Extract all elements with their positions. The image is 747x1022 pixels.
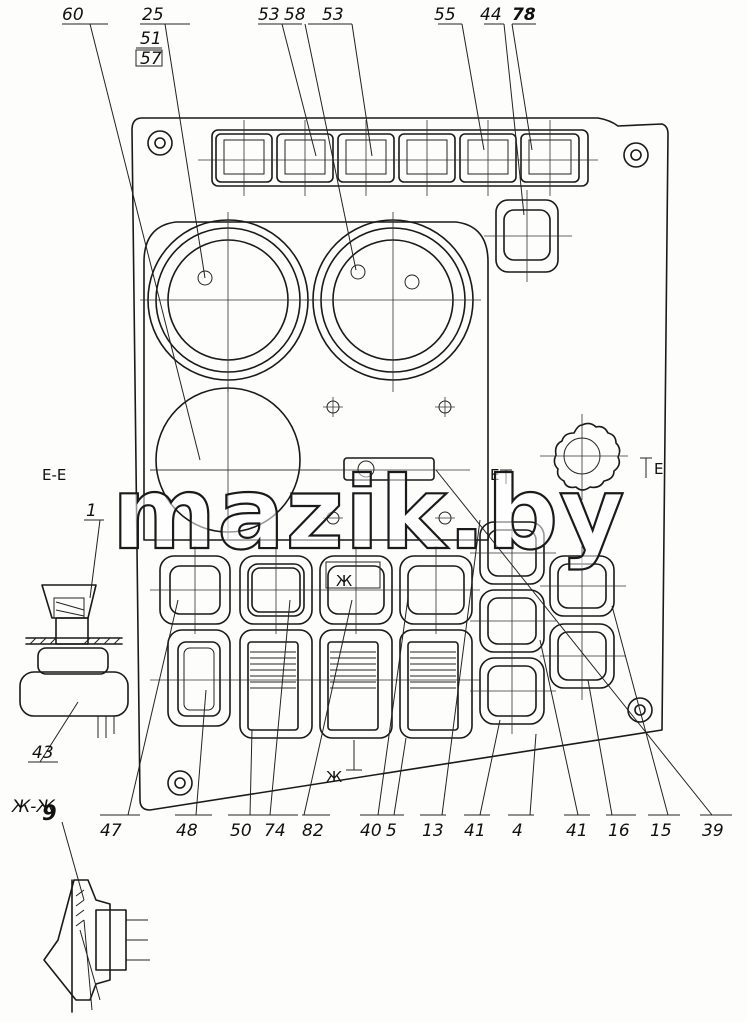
button-row-1: [150, 546, 480, 634]
label-16: 16: [608, 821, 630, 841]
detail-9: [43, 879, 150, 1013]
small-fasteners: [323, 397, 455, 525]
label-58: 58: [284, 5, 306, 25]
label-41a: 41: [464, 821, 486, 841]
section-zh-bottom: Ж: [326, 768, 342, 786]
label-60: 60: [62, 5, 84, 25]
knob: [540, 414, 628, 500]
leader-lines: [28, 23, 732, 901]
label-5: 5: [386, 821, 397, 841]
section-e-right-bottom: Е: [654, 460, 663, 478]
section-zh-top: Ж: [336, 572, 352, 590]
label-55: 55: [434, 5, 456, 25]
label-4: 4: [512, 821, 523, 841]
label-9: 9: [42, 801, 57, 825]
label-43: 43: [32, 743, 54, 763]
label-78: 78: [512, 5, 536, 25]
section-e-right-top: Е: [490, 466, 499, 484]
mounting-holes: [147, 130, 653, 796]
panel-outline: [131, 117, 669, 811]
label-1: 1: [86, 501, 97, 521]
label-39: 39: [702, 821, 724, 841]
label-40: 40: [360, 821, 382, 841]
label-53a: 53: [258, 5, 280, 25]
label-74: 74: [264, 821, 286, 841]
label-15: 15: [650, 821, 672, 841]
section-zhzh-label: Ж-Ж: [11, 797, 55, 817]
label-82: 82: [302, 821, 324, 841]
right-buttons: [470, 512, 626, 734]
gauge-right: [305, 212, 481, 392]
label-13: 13: [422, 821, 444, 841]
callout-labels-bottom: 47 48 50 74 82 40 5 13 41 4 41 16 15 39: [100, 821, 724, 841]
callout-labels-side: 1 43 9: [32, 501, 97, 825]
label-41b: 41: [566, 821, 588, 841]
callout-labels-top: 60 25 51 57 53 58 53 55 44 78: [62, 5, 536, 69]
label-48: 48: [176, 821, 198, 841]
label-44: 44: [480, 5, 502, 25]
button-row-2: [150, 561, 480, 771]
section-ee-label: Е-Е: [42, 466, 66, 484]
watermark: mazik.by: [112, 455, 625, 572]
section-labels: Е-Е Е Е Ж Ж Ж-Ж: [11, 460, 663, 817]
gauge-left: [140, 212, 316, 392]
detail-1-43: [19, 584, 129, 738]
label-47: 47: [100, 821, 122, 841]
label-25: 25: [142, 5, 164, 25]
label-57: 57: [140, 49, 162, 69]
section-cut-e: [150, 457, 652, 484]
label-51: 51: [140, 29, 162, 49]
indicator-row: [198, 120, 598, 282]
label-53b: 53: [322, 5, 344, 25]
label-50: 50: [230, 821, 252, 841]
